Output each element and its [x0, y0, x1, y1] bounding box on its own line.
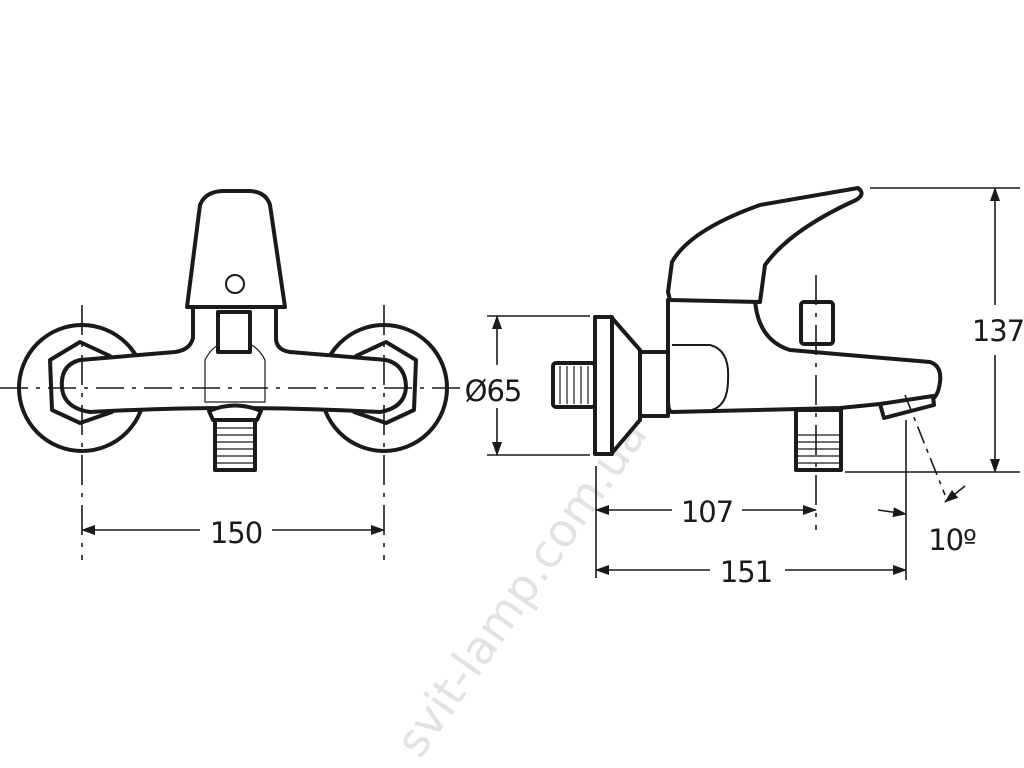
wall-flange-plate: [593, 315, 614, 456]
side-body: [666, 298, 943, 414]
side-outlet-thread: [794, 408, 843, 472]
dimension-angle-10: 10º: [928, 523, 976, 557]
dimension-height-137: 137: [972, 314, 1024, 348]
mixer-handle: [185, 189, 287, 309]
dimension-diameter-65: Ø65: [465, 374, 522, 408]
diverter-knob: [799, 300, 835, 346]
spout-aerator: [878, 394, 936, 420]
side-view: Ø65 137 107 151 10º: [465, 186, 1024, 589]
dimension-151: 151: [720, 555, 772, 589]
diverter-stem: [216, 310, 252, 354]
watermark: svit-lamp.com.ua: [385, 409, 658, 766]
connection-nut: [638, 350, 670, 418]
outlet-nut: [207, 403, 263, 422]
dimension-107: 107: [681, 495, 733, 529]
dimension-150: 150: [210, 516, 262, 550]
side-lever-handle: [666, 186, 864, 304]
front-view: 150: [0, 189, 460, 560]
handle-indicator-hole: [225, 274, 245, 294]
